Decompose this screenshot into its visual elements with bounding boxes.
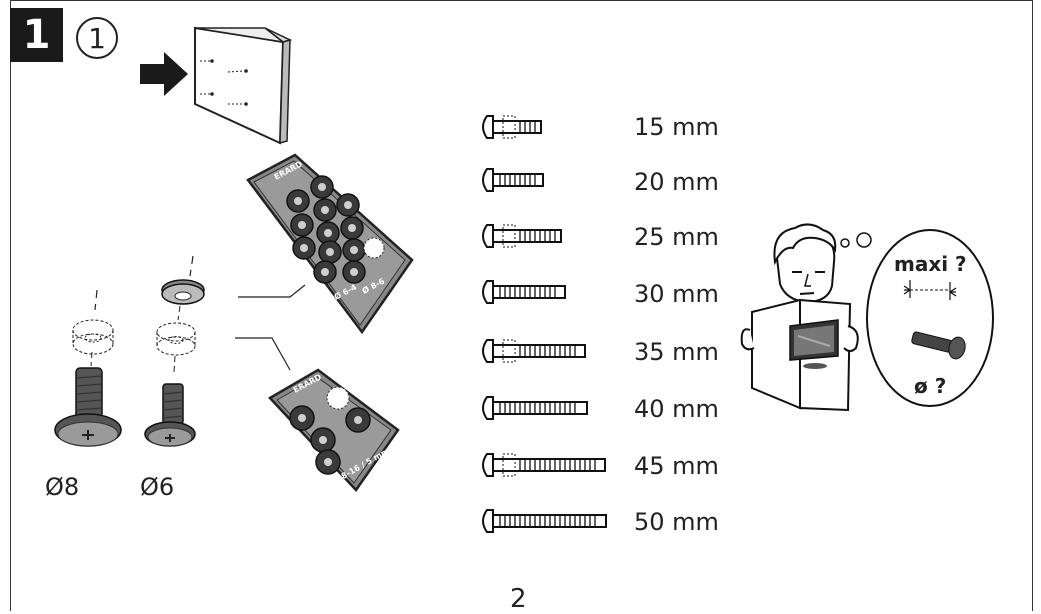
screw-length-label: 40 mm [634,395,719,423]
screw-length-label: 50 mm [634,508,719,536]
screw-25mm [482,224,562,248]
tv-back-panel-illustration [194,26,293,145]
person-reading-manual-illustration [740,223,872,412]
screw-15mm [482,115,542,139]
screw-length-label: 45 mm [634,452,719,480]
substep-number: 1 [76,17,118,59]
screw-length-label: 20 mm [634,168,719,196]
washer-label-m6: Ø6 [140,473,175,501]
screw-40mm [482,396,588,420]
screw-length-label: 15 mm [634,113,719,141]
bubble-maxi-text: maxi ? [894,252,967,276]
screw-30mm [482,280,566,304]
screw-35mm [482,339,586,363]
washer-kit-small-illustration: ERARD Ø 8-16 / 5 mm [268,368,400,492]
screw-20mm [482,168,544,192]
screw-m6-illustration [144,255,205,447]
screw-50mm [482,509,607,533]
screw-m8-illustration [54,289,122,447]
page-frame [10,0,1033,611]
screw-length-label: 30 mm [634,280,719,308]
screw-lengths-illustration [482,115,607,533]
washer-label-m8: Ø8 [45,473,80,501]
step-number-badge: 1 [10,8,63,62]
arrow-right-icon [140,52,188,96]
thought-bubble [866,229,994,407]
page-number: 2 [510,584,527,614]
page-frame-top [10,0,1033,1]
washer-kit-large-illustration: ERARD Ø 6-4 Ø 8-6 [246,153,414,335]
bubble-diameter-text: ø ? [914,374,947,398]
screw-length-label: 35 mm [634,338,719,366]
screw-45mm [482,453,606,477]
screw-length-label: 25 mm [634,223,719,251]
